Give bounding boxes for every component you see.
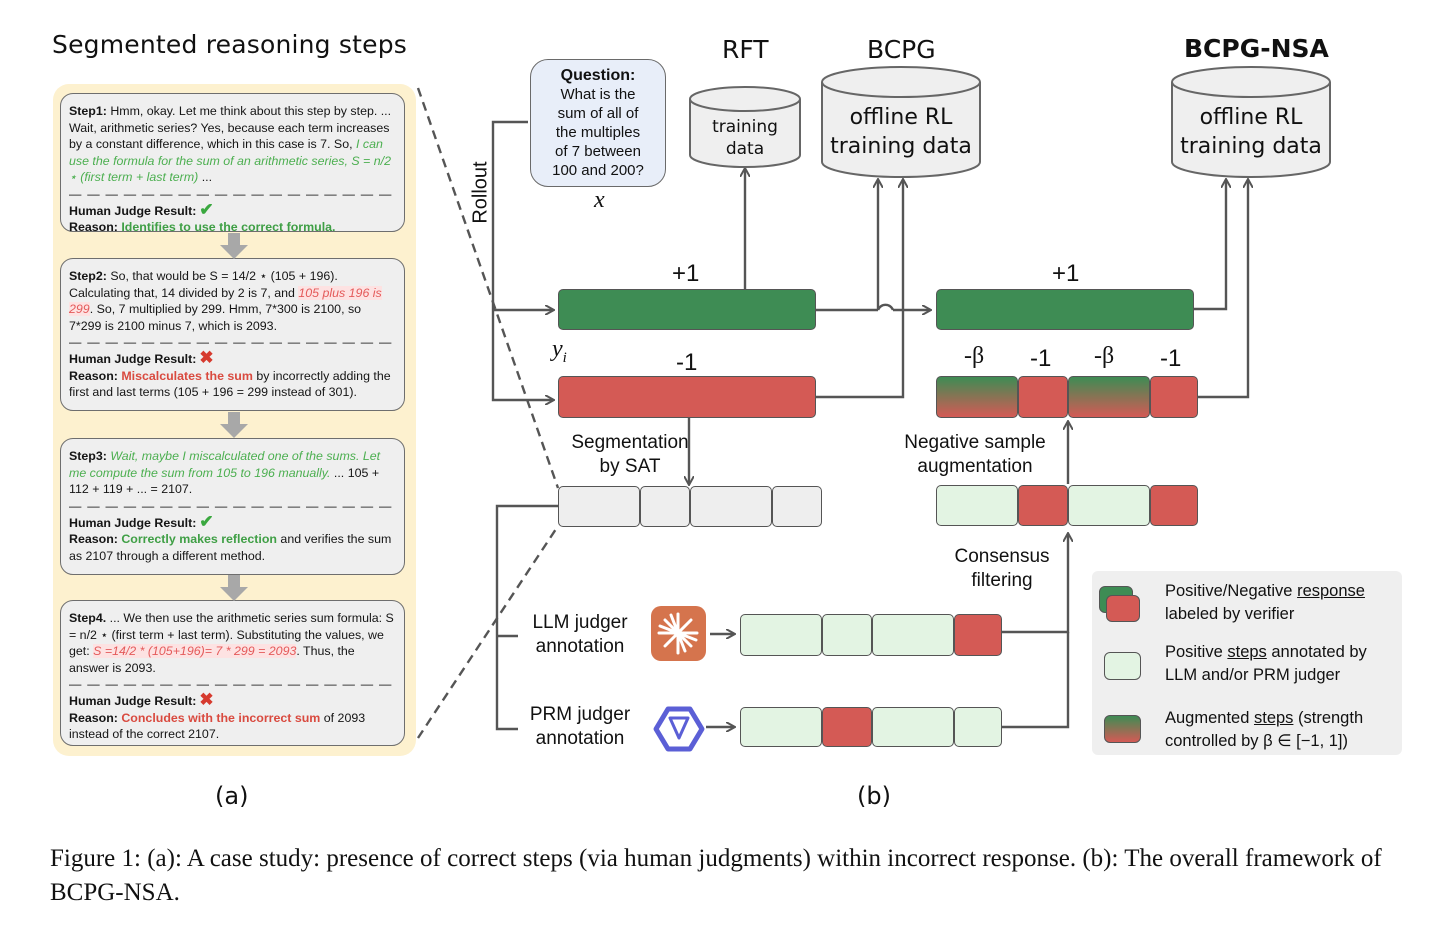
step-1-text: Step1: Hmm, okay. Let me think about thi… [69,104,392,184]
step-3-divider: — — — — — — — — — — — — — — — — — — — — … [69,498,396,513]
step-2-reason: Reason: Miscalculates the sum by incorre… [69,368,391,400]
llm-step [822,614,872,656]
down-arrow-icon [220,575,248,601]
cross-icon: ✖ [199,690,214,709]
aug-label-minus-one: -1 [1160,345,1182,372]
question-box: Question: What is the sum of all of the … [530,59,666,187]
augmented-step [936,376,1018,418]
step-2-judge: Human Judge Result:✖ [69,348,214,367]
step-3-text: Step3: Wait, maybe I miscalculated one o… [69,449,381,496]
check-icon: ✔ [199,511,214,531]
legend-item-augmented-steps: Augmented steps (strength controlled by … [1165,709,1364,750]
positive-response-bar [558,289,816,330]
legend-augmented-swatch [1104,715,1141,743]
rollout-label: Rollout [469,161,492,224]
rft-header: RFT [722,35,769,64]
legend-negative-swatch [1106,595,1140,622]
consensus-step [936,485,1018,526]
step-1-judge: Human Judge Result:✔ [69,199,214,219]
prm-judger-logo-icon [653,706,705,752]
bcpg-header: BCPG [867,35,936,64]
positive-response-bar-right [936,289,1194,330]
prm-step [822,707,872,747]
llm-step [872,614,954,656]
cross-icon: ✖ [199,348,214,367]
response-variable-yi: yi [552,336,567,366]
step-card-2: Step2: So, that would be S = 14/2 ⋆ (105… [60,258,405,411]
step-3-reason: Reason: Correctly makes reflection and v… [69,532,392,563]
legend-item-response: Positive/Negative response labeled by ve… [1165,582,1365,623]
step-4-text: Step4. ... We then use the arithmetic se… [69,611,394,675]
step-1-divider: — — — — — — — — — — — — — — — — — — — — … [69,186,396,201]
segment-step [690,486,772,527]
consensus-step [1150,485,1198,526]
bcpg-nsa-header: BCPG-NSA [1184,34,1329,63]
aug-label-beta: -β [1094,343,1115,369]
minus-one-label: -1 [676,349,698,376]
step-3-judge: Human Judge Result:✔ [69,511,214,531]
llm-judger-logo-icon [651,606,706,661]
panel-a-label: (a) [215,782,249,810]
step-4-judge: Human Judge Result:✖ [69,690,214,709]
augmented-step [1068,376,1150,418]
prm-step [740,707,822,747]
panel-b-label: (b) [857,782,891,810]
panel-a-title: Segmented reasoning steps [52,30,407,59]
down-arrow-icon [220,233,248,259]
plus-one-label: +1 [672,260,700,287]
legend-positive-step-swatch [1104,652,1141,680]
consensus-step [1018,485,1068,526]
prm-step [872,707,954,747]
step-card-4: Step4. ... We then use the arithmetic se… [60,600,405,746]
down-arrow-icon [220,412,248,438]
aug-label-beta: -β [964,343,985,369]
segment-step [558,486,640,527]
prm-step [954,707,1002,747]
step-4-reason: Reason: Concludes with the incorrect sum… [69,710,366,742]
segment-step [772,486,822,527]
figure-caption: Figure 1: (a): A case study: presence of… [50,845,1382,906]
step-4-divider: — — — — — — — — — — — — — — — — — — — — … [69,677,396,691]
negative-step [1018,376,1068,418]
legend [1092,571,1402,755]
check-icon: ✔ [199,199,214,219]
step-card-1: Step1: Hmm, okay. Let me think about thi… [60,93,405,234]
step-1-reason: Reason: Identifies to use the correct fo… [69,220,336,234]
consensus-step [1068,485,1150,526]
step-2-divider: — — — — — — — — — — — — — — — — — — — — … [69,335,396,349]
plus-one-right-label: +1 [1052,260,1080,287]
step-2-text: Step2: So, that would be S = 14/2 ⋆ (105… [69,269,382,333]
negative-step [1150,376,1198,418]
segment-step [640,486,690,527]
step-card-3: Step3: Wait, maybe I miscalculated one o… [60,438,405,575]
question-variable-x: x [594,187,605,213]
aug-label-minus-one: -1 [1030,345,1052,372]
llm-step [740,614,822,656]
legend-item-positive-steps: Positive steps annotated by LLM and/or P… [1165,643,1367,684]
negative-response-bar [558,376,816,418]
llm-step [954,614,1002,656]
